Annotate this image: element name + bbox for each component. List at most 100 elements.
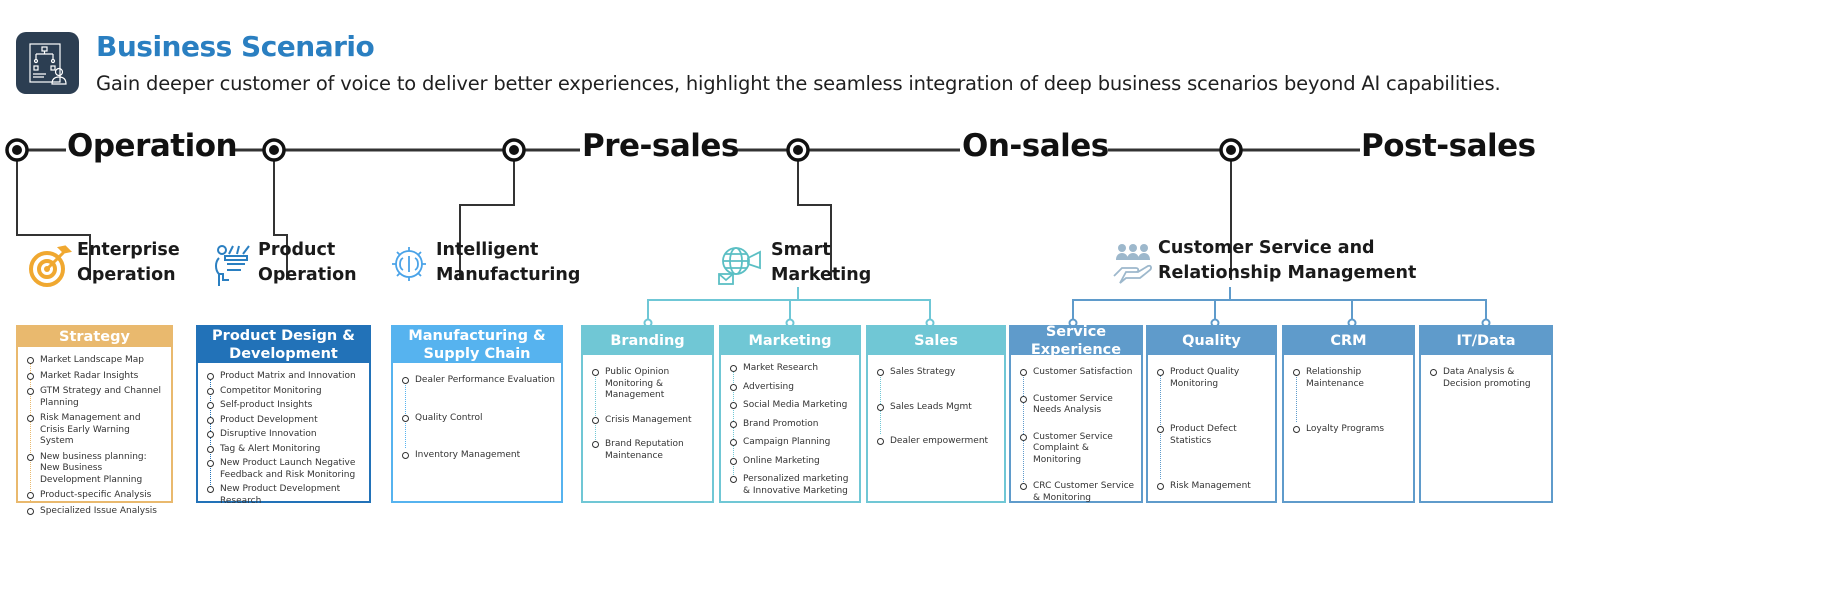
list-item-label: Loyalty Programs (1306, 424, 1385, 434)
list-item: Market Radar Insights (27, 370, 165, 383)
list-item-label: Brand Promotion (743, 418, 819, 429)
list-item-label: Online Marketing (743, 455, 820, 466)
list-item-label: Risk Management (1170, 481, 1251, 491)
list-item: Risk Management (1157, 481, 1269, 493)
list-item-label: Product Matrix and Innovation (220, 371, 356, 381)
list-item-label: GTM Strategy and Channel Planning (40, 386, 161, 408)
list-item: Market Research (730, 363, 853, 375)
page-title: Business Scenario (96, 30, 375, 63)
list-item: Self-product Insights (207, 400, 363, 412)
list-item-label: Inventory Management (415, 450, 521, 460)
box-header: Marketing (721, 327, 859, 355)
list-item: Sales Leads Mgmt (877, 401, 998, 414)
list-item-label: Sales Leads Mgmt (890, 401, 972, 412)
list-item-label: Sales Strategy (890, 367, 956, 377)
list-item-label: Dealer empowerment (890, 436, 989, 446)
globe-megaphone-icon (718, 247, 761, 285)
list-item-label: Brand Reputation Maintenance (605, 439, 684, 461)
list-item-label: Competitor Monitoring (220, 385, 322, 396)
people-hand-icon (1113, 244, 1152, 284)
list-item-label: Disruptive Innovation (220, 429, 317, 439)
list-item: Customer Satisfaction (1020, 367, 1135, 379)
list-item: Inventory Management (402, 450, 555, 462)
item-list: Data Analysis & Decision promoting (1421, 355, 1551, 390)
list-item-label: Customer Satisfaction (1033, 367, 1133, 377)
list-item-label: Product Quality Monitoring (1170, 367, 1240, 389)
target-icon (29, 245, 72, 287)
list-item: Market Landscape Map (27, 355, 165, 367)
phase-pre-sales: Pre-sales (582, 128, 739, 164)
list-item: Brand Promotion (730, 418, 853, 431)
list-item-label: Quality Control (415, 412, 483, 423)
list-item: Product Development (207, 414, 363, 427)
box-header: Branding (583, 327, 712, 355)
list-item-label: Product Development (220, 414, 318, 425)
box-header: IT/Data (1421, 327, 1551, 355)
list-item: Public Opinion Monitoring & Management (592, 367, 706, 402)
phase-post-sales: Post-sales (1361, 128, 1536, 164)
list-item: Quality Control (402, 412, 555, 425)
box-header: Service Experience (1011, 324, 1141, 358)
marketing-branch-connector (647, 287, 931, 322)
list-item: Campaign Planning (730, 437, 853, 449)
list-item-label: Social Media Marketing (743, 400, 848, 410)
list-item: Brand Reputation Maintenance (592, 439, 706, 462)
list-item-label: Market Research (743, 363, 819, 373)
list-item: Product Quality Monitoring (1157, 367, 1269, 390)
list-item-label: Product Defect Statistics (1170, 424, 1237, 446)
timeline-nodes (5, 138, 1243, 162)
list-item: Competitor Monitoring (207, 385, 363, 398)
list-item: Product-specific Analysis (27, 490, 165, 502)
list-item: Disruptive Innovation (207, 429, 363, 441)
list-item-label: Personalized marketing & Innovative Mark… (743, 474, 849, 496)
list-item: New Product Launch Negative Feedback and… (207, 458, 363, 481)
page-subtitle: Gain deeper customer of voice to deliver… (96, 72, 1501, 95)
box-header: Product Design & Development (198, 327, 369, 363)
list-item: GTM Strategy and Channel Planning (27, 386, 165, 409)
list-item: Sales Strategy (877, 367, 998, 379)
list-item-label: Product-specific Analysis (40, 490, 152, 500)
list-item: Risk Management and Crisis Early Warning… (27, 413, 165, 448)
list-item: Customer Service Complaint & Monitoring (1020, 431, 1135, 467)
list-item-label: Public Opinion Monitoring & Management (605, 367, 670, 400)
timeline-connectors (5, 138, 1491, 328)
box-header: CRM (1284, 327, 1413, 355)
list-item-label: New Product Launch Negative Feedback and… (220, 458, 356, 480)
list-item-label: Self-product Insights (220, 400, 313, 410)
list-item: Tag & Alert Monitoring (207, 443, 363, 456)
list-item-label: Customer Service Complaint & Monitoring (1033, 431, 1113, 465)
phase-on-sales: On-sales (962, 128, 1109, 164)
box-header: Sales (868, 327, 1004, 355)
brain-gear-icon (392, 247, 426, 281)
list-item-label: CRC Customer Service & Monitoring (1033, 481, 1135, 503)
list-item: New business planning: New Business Deve… (27, 451, 165, 487)
list-item-label: Crisis Management (605, 414, 692, 425)
list-item-label: Advertising (743, 381, 794, 392)
list-item-label: New Product Development Research (220, 484, 341, 506)
list-item: Social Media Marketing (730, 400, 853, 412)
list-item: Crisis Management (592, 414, 706, 427)
list-item-label: Tag & Alert Monitoring (220, 443, 321, 454)
business-scenario-logo-icon (16, 32, 79, 94)
list-item-label: Market Radar Insights (40, 370, 139, 381)
list-item-label: Customer Service Needs Analysis (1033, 393, 1113, 416)
list-item-label: New business planning: New Business Deve… (40, 451, 147, 485)
list-item: New Product Development Research (207, 484, 363, 507)
